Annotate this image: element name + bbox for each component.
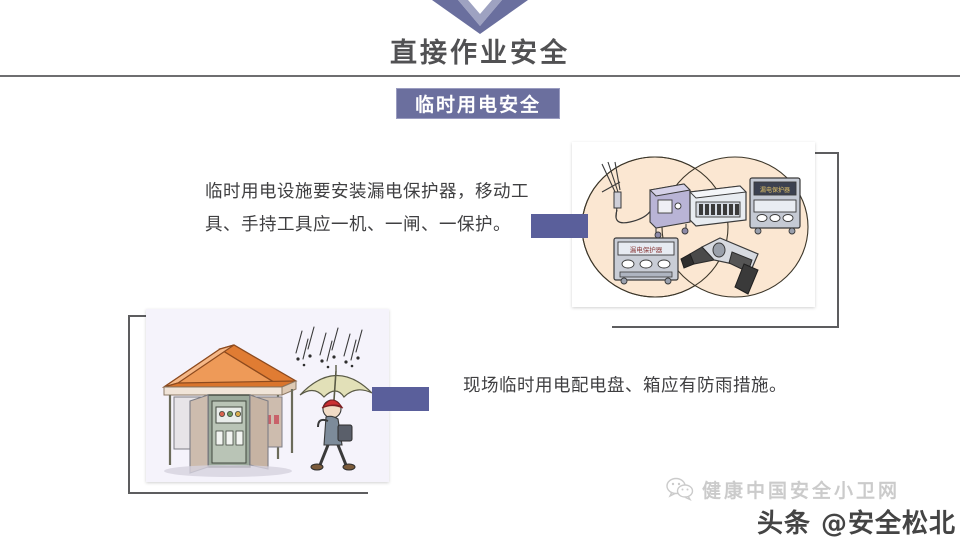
toutiao-watermark: 头条 @安全松北 xyxy=(757,509,957,539)
wechat-watermark-label: 健康中国安全小卫网 xyxy=(702,479,901,502)
body-text-temporary-power-protection: 临时用电设施要安装漏电保护器，移动工具、手持工具应一机、一闸、一保护。 xyxy=(205,182,529,235)
connector-tab-top xyxy=(531,214,588,238)
connector-tab-bottom xyxy=(372,387,429,411)
chevron-down-logo-icon xyxy=(432,0,528,34)
svg-text:漏电保护器: 漏电保护器 xyxy=(760,186,790,194)
page-title: 直接作业安全 xyxy=(390,38,570,69)
wechat-icon xyxy=(666,477,694,501)
svg-text:漏电保护器: 漏电保护器 xyxy=(630,245,663,254)
rainproof-shelter-photo xyxy=(146,309,389,482)
subtitle-badge: 临时用电安全 xyxy=(396,88,560,119)
electrical-equipment-photo: 漏电保护器 漏电 xyxy=(572,142,815,307)
wechat-watermark: 健康中国安全小卫网 xyxy=(666,474,956,504)
body-text-rainproof-distribution-box: 现场临时用电配电盘、箱应有防雨措施。 xyxy=(463,376,787,396)
subtitle-badge-label: 临时用电安全 xyxy=(414,94,541,116)
title-divider xyxy=(0,75,960,77)
